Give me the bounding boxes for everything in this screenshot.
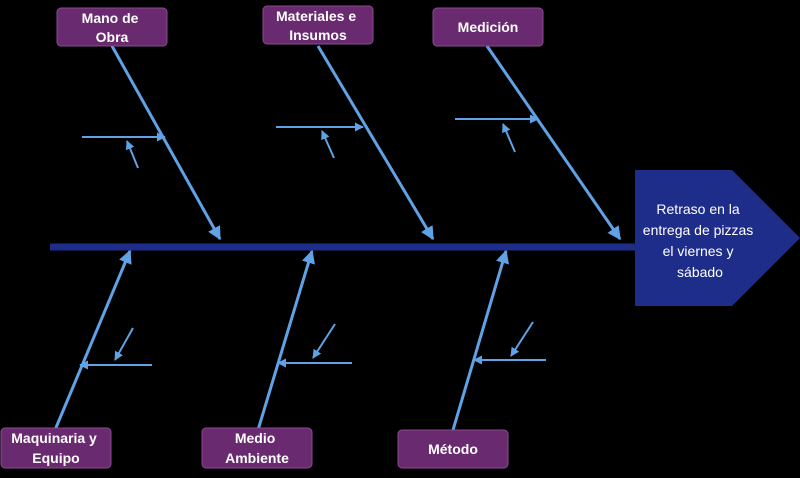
bone-medio-ambiente — [256, 249, 352, 431]
category-label-line-1: Método — [428, 441, 478, 457]
category-label-line-2: Insumos — [289, 27, 347, 43]
effect-line-1: Retraso en la — [656, 201, 739, 217]
category-label: Materiales e Insumos — [276, 8, 360, 43]
category-label-line-1: Materiales e — [276, 8, 356, 24]
category-box — [201, 427, 313, 469]
effect-text: Retraso en la entrega de pizzas el viern… — [643, 201, 757, 280]
effect-line-4: sábado — [677, 264, 723, 280]
category-label-line-1: Medición — [458, 19, 519, 35]
main-bone — [110, 45, 222, 241]
category-label: Mano de Obra — [82, 10, 143, 45]
sub-sub-bone — [114, 327, 134, 361]
category-label: Medición — [458, 19, 519, 35]
sub-sub-bone — [312, 323, 336, 359]
category-label: Maquinaria y Equipo — [11, 430, 100, 466]
category-box — [397, 429, 509, 469]
bone-metodo — [451, 249, 546, 431]
category-materiales: Materiales e Insumos — [262, 5, 374, 45]
category-box — [262, 5, 374, 45]
sub-sub-bone — [321, 130, 335, 159]
sub-sub-bone — [125, 140, 139, 169]
category-label-line-1: Medio — [235, 430, 275, 446]
category-medicion: Medición — [432, 7, 544, 47]
sub-sub-bone — [502, 123, 516, 153]
effect-box — [635, 170, 800, 306]
category-maquinaria: Maquinaria y Equipo — [0, 427, 112, 469]
main-bone — [53, 249, 132, 431]
category-label-line-1: Mano de — [82, 10, 139, 26]
main-bone — [451, 249, 510, 431]
category-box — [432, 7, 544, 47]
category-label: Método — [428, 441, 478, 457]
category-label-line-1: Maquinaria y — [11, 430, 97, 446]
effect-line-3: el viernes y — [663, 243, 734, 259]
category-mano-de-obra: Mano de Obra — [56, 7, 168, 47]
effect-line-2: entrega de pizzas — [643, 222, 754, 238]
main-bone — [316, 45, 435, 241]
main-bone — [256, 249, 315, 431]
category-medio-ambiente: Medio Ambiente — [201, 427, 313, 469]
category-label: Medio Ambiente — [225, 430, 289, 466]
category-label-line-2: Obra — [96, 29, 129, 45]
sub-sub-bone — [510, 321, 534, 357]
category-box — [0, 427, 112, 469]
category-label-line-2: Equipo — [32, 450, 79, 466]
category-metodo: Método — [397, 429, 509, 469]
bone-mano-de-obra — [82, 45, 222, 241]
bone-medicion — [455, 45, 622, 241]
category-box — [56, 7, 168, 47]
category-label-line-2: Ambiente — [225, 450, 289, 466]
bone-materiales — [276, 45, 435, 241]
bone-maquinaria — [53, 249, 152, 431]
main-bone — [485, 45, 622, 241]
